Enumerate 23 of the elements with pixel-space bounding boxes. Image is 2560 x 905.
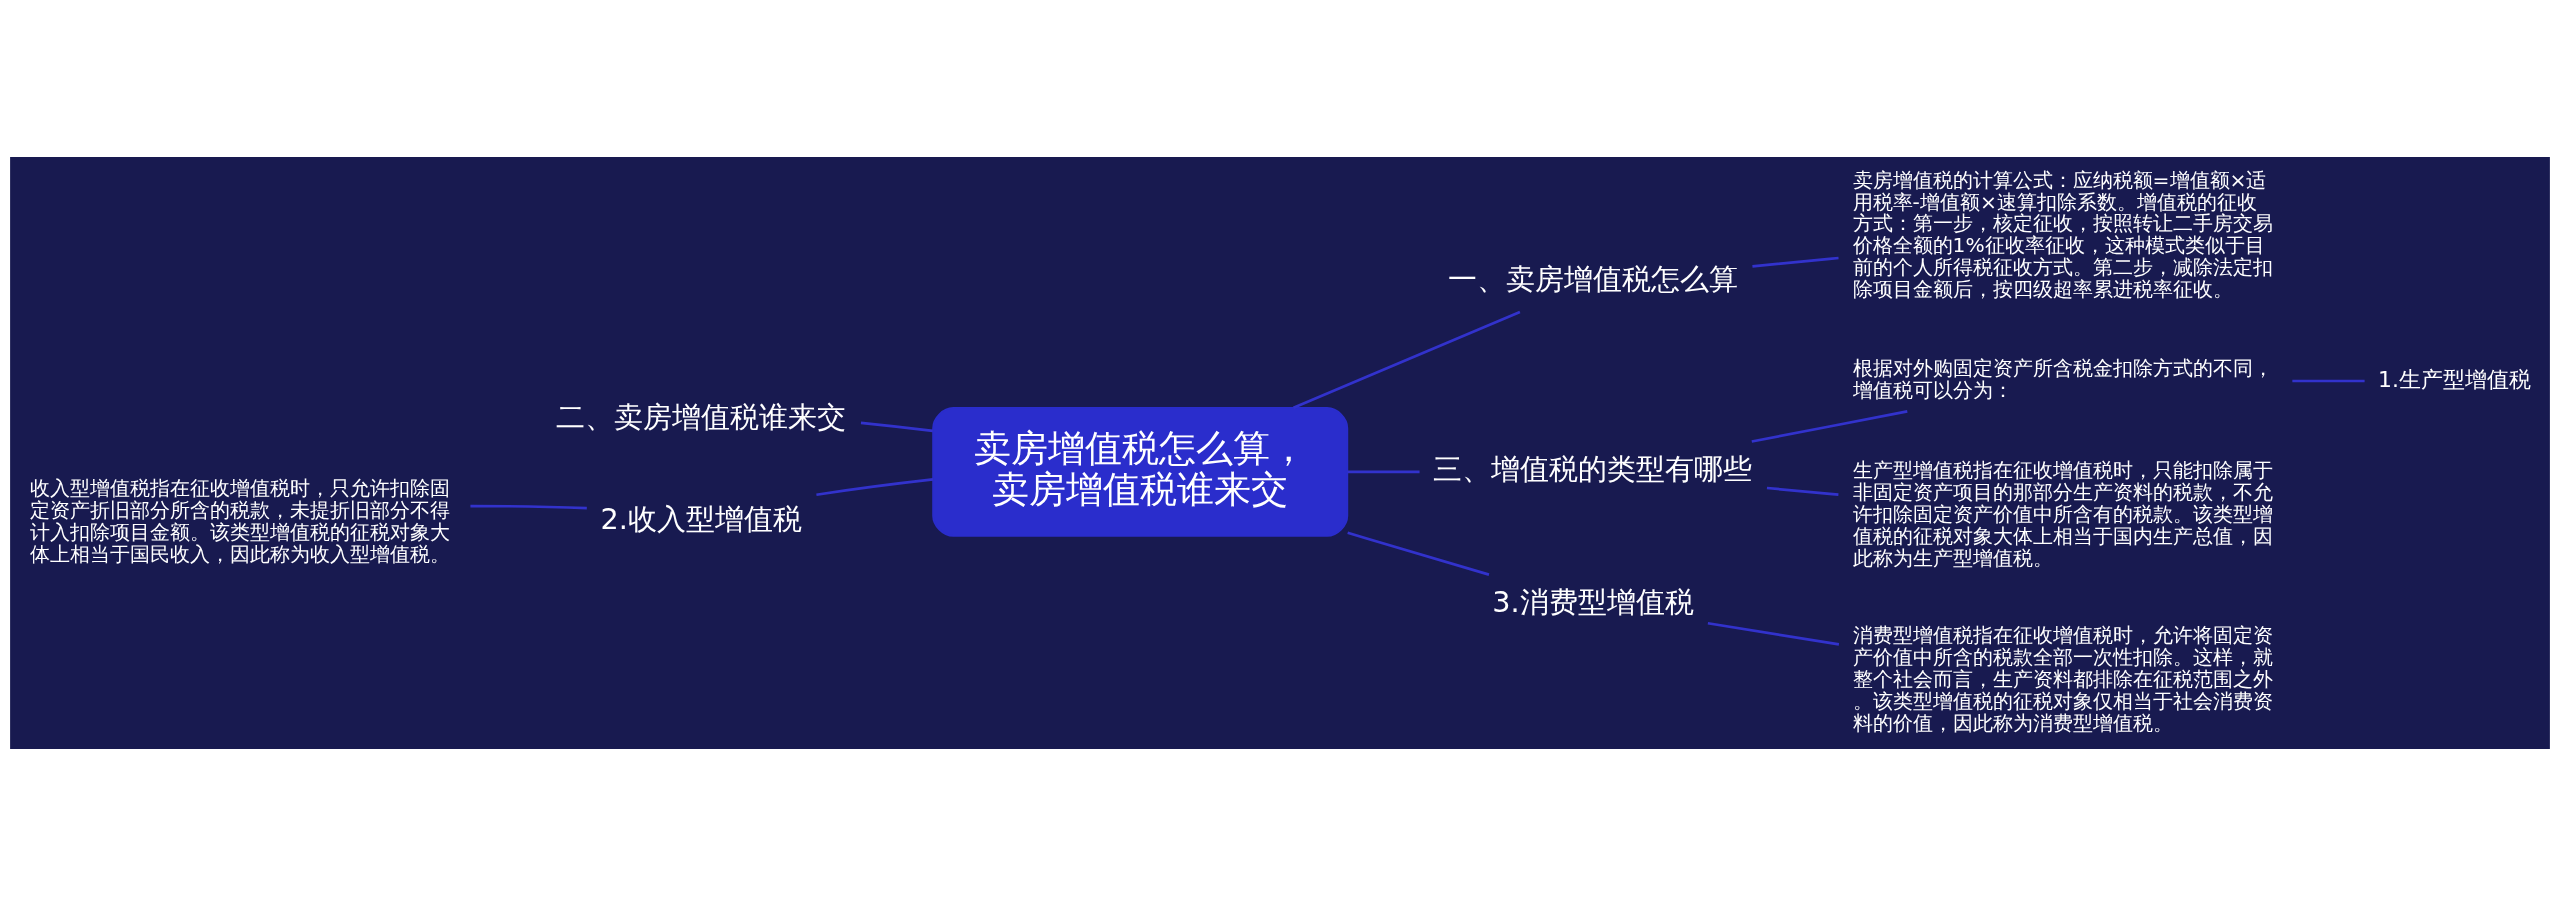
node-text: 根据对外购固定资产所含税金扣除方式的不同，增值税可以分为： [1852,355,2273,402]
connector [1752,256,1839,268]
connector [1347,531,1490,576]
connector [2292,379,2365,382]
connector [1293,310,1521,409]
connector [1751,409,1908,443]
connector [470,504,587,509]
node-text: 收入型增值税指在征收增值税时，只允许扣除固定资产折旧部分所含的税款，未提折旧部分不得计入扣除项目金额。该类型增值税的征税对象大体上相当于国民收入，因此称为收入型增值税。 [30,475,451,566]
node-text: 卖房增值税的计算公式：应纳税额=增值额×适用税率-增值额×速算扣除系数。增值税的征收方式：第一步，核定征收，按照转让二手房交易价格全额的1%征收率征收，这种模式类似于目前的个人所得税征收方式。第二步，减除法定扣除项目金额后，按四级超率累进税率征收。 [1852,167,2273,301]
connector [1707,621,1840,646]
connector [1766,486,1839,496]
node-text: 生产型增值税指在征收增值税时，只能扣除属于非固定资产项目的那部分生产资料的税款，不允许扣除固定资产价值中所含有的税款。该类型增值税的征税对象大体上相当于国内生产总值，因此称为生产型增值税。 [1852,457,2273,570]
node-text: 2.收入型增值税 [600,501,802,536]
node-text: 消费型增值税指在征收增值税时，允许将固定资产价值中所含的税款全部一次性扣除。这样，就整个社会而言，生产资料都排除在征税范围之外。该类型增值税的征税对象仅相当于社会消费资料的价值，因此称为消费型增值税。 [1852,622,2273,735]
node-text: 1.生产型增值税 [2378,366,2531,392]
node-text: 一、卖房增值税怎么算 [1447,261,1738,296]
node-text: 3.消费型增值税 [1492,584,1694,619]
connector [860,420,933,432]
node-text: 三、增值税的类型有哪些 [1433,451,1753,486]
connector [1347,470,1420,473]
node-text: 二、卖房增值税谁来交 [555,399,846,434]
node-box: 卖房增值税怎么算，卖房增值税谁来交 [932,406,1349,537]
connector [816,477,934,496]
